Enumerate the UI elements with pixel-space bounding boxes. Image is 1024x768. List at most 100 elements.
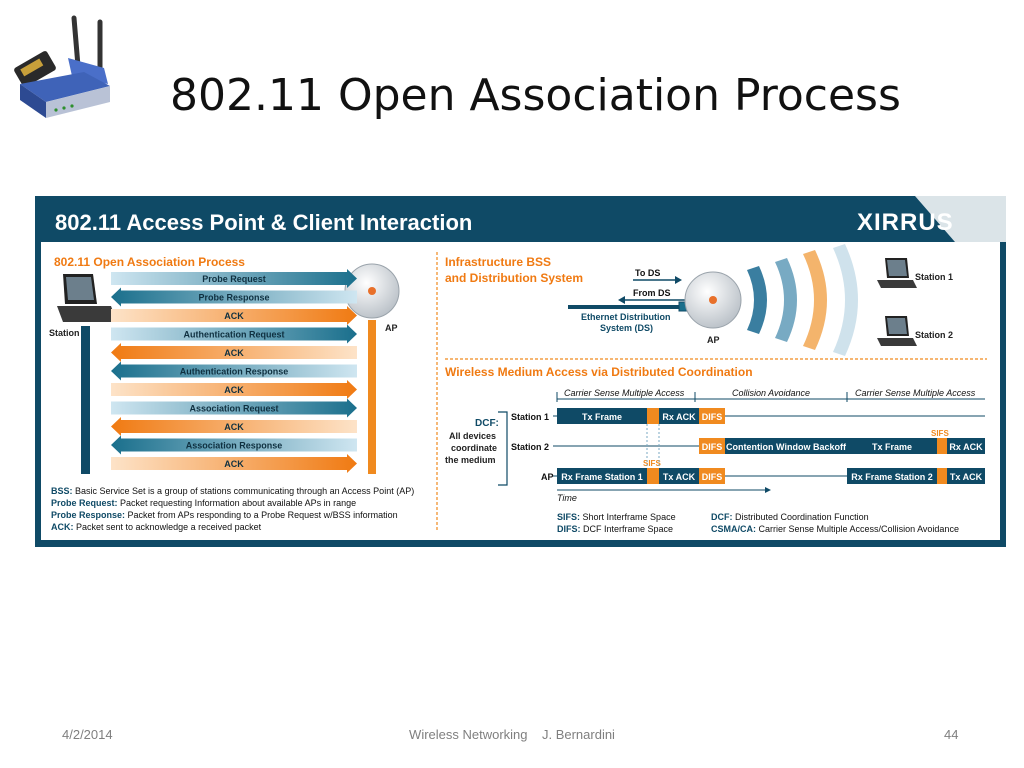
s1-difs bbox=[699, 408, 725, 424]
row-label-ap: AP bbox=[541, 472, 554, 482]
ap-tx-ack-text: Tx ACK bbox=[663, 472, 696, 482]
station-timeline bbox=[81, 326, 90, 474]
message-label-8: Association Request bbox=[189, 404, 278, 414]
phase-1: Carrier Sense Multiple Access bbox=[564, 388, 685, 398]
ap-tx-ack bbox=[659, 468, 699, 484]
s2-rx-ack bbox=[947, 438, 985, 454]
ap-tx-ack-2-text: Tx ACK bbox=[950, 472, 983, 482]
station-1-laptop-icon bbox=[877, 258, 917, 288]
s1-rx-ack-text: Rx ACK bbox=[662, 412, 696, 422]
to-ds-label: To DS bbox=[635, 268, 660, 278]
s2-difs-text: DIFS bbox=[702, 442, 723, 452]
station-label: Station bbox=[49, 328, 80, 338]
message-arrow-1 bbox=[111, 269, 357, 288]
s1-sifs-block bbox=[647, 408, 659, 424]
ap-label: AP bbox=[385, 323, 398, 333]
message-label-10: Association Response bbox=[186, 441, 283, 451]
s1-difs-text: DIFS bbox=[702, 412, 723, 422]
ap-rx-frame-s2-text: Rx Frame Station 2 bbox=[851, 472, 933, 482]
message-arrow-8 bbox=[111, 398, 357, 418]
row-label-station-2: Station 2 bbox=[511, 442, 549, 452]
s2-rx-ack-text: Rx ACK bbox=[949, 442, 983, 452]
message-label-3: ACK bbox=[224, 311, 244, 321]
dcf-desc-1: All devices bbox=[449, 431, 496, 441]
message-arrow-6 bbox=[111, 361, 357, 381]
infra-title-2: and Distribution System bbox=[445, 271, 583, 285]
phase-ruler bbox=[556, 392, 985, 402]
wm-title: Wireless Medium Access via Distributed C… bbox=[445, 365, 753, 379]
message-label-11: ACK bbox=[224, 459, 244, 469]
s1-rx-ack bbox=[659, 408, 699, 424]
ap-difs bbox=[699, 468, 725, 484]
left-glossary-3: Probe Response: Packet from APs respondi… bbox=[51, 510, 398, 520]
banner-title: 802.11 Access Point & Client Interaction bbox=[55, 210, 472, 235]
ap-sifs-block-2 bbox=[937, 468, 947, 484]
message-label-2: Probe Response bbox=[198, 293, 269, 303]
wm-glossary-3: DCF: Distributed Coordination Function bbox=[711, 512, 869, 522]
page-number: 44 bbox=[944, 727, 959, 742]
message-label-9: ACK bbox=[224, 422, 244, 432]
phase-2: Collision Avoidance bbox=[732, 388, 810, 398]
left-glossary-2: Probe Request: Packet requesting Informa… bbox=[51, 498, 356, 508]
message-arrow-5 bbox=[111, 343, 357, 362]
message-label-6: Authentication Response bbox=[180, 367, 289, 377]
ap-rx-frame-s2 bbox=[847, 468, 937, 484]
ap-rx-frame-s1-text: Rx Frame Station 1 bbox=[561, 472, 643, 482]
eds-label-2: System (DS) bbox=[600, 323, 653, 333]
s2-tx-frame-text: Tx Frame bbox=[872, 442, 912, 452]
message-label-7: ACK bbox=[224, 385, 244, 395]
message-arrow-9 bbox=[111, 417, 357, 436]
ap-rx-frame-s1 bbox=[557, 468, 647, 484]
s2-tx-frame bbox=[847, 438, 937, 454]
s2-contention-window bbox=[725, 438, 847, 454]
slide-title: 802.11 Open Association Process bbox=[170, 70, 901, 121]
s1-tx-frame-text: Tx Frame bbox=[582, 412, 622, 422]
message-arrow-11 bbox=[111, 454, 357, 473]
from-ds-label: From DS bbox=[633, 288, 671, 298]
radio-waves-icon bbox=[747, 244, 858, 356]
s2-sifs-label: SIFS bbox=[931, 429, 949, 438]
footer-center: Wireless Networking J. Bernardini bbox=[409, 727, 615, 742]
ap-timeline bbox=[368, 320, 376, 474]
message-label-4: Authentication Request bbox=[183, 330, 284, 340]
wm-glossary-1: SIFS: Short Interframe Space bbox=[557, 512, 676, 522]
access-point-icon bbox=[344, 263, 400, 319]
left-glossary-4: ACK: Packet sent to acknowledge a receiv… bbox=[51, 522, 262, 532]
ethernet-cable bbox=[568, 305, 681, 309]
dcf-desc-3: the medium bbox=[445, 455, 496, 465]
router-with-pc-card-icon bbox=[14, 15, 110, 118]
left-glossary: BSS: Basic Service Set is a group of sta… bbox=[51, 486, 414, 532]
infographic: 802.11 Access Point & Client Interaction… bbox=[35, 196, 1006, 547]
footer-date: 4/2/2014 bbox=[62, 727, 113, 742]
left-glossary-1: BSS: Basic Service Set is a group of sta… bbox=[51, 486, 414, 496]
eds-label-1: Ethernet Distribution bbox=[581, 312, 671, 322]
wm-glossary-2: DIFS: DCF Interframe Space bbox=[557, 524, 673, 534]
row-label-station-1: Station 1 bbox=[511, 412, 549, 422]
ap-difs-text: DIFS bbox=[702, 472, 723, 482]
message-arrow-2 bbox=[111, 287, 357, 307]
station-2-label: Station 2 bbox=[915, 330, 953, 340]
ap-sifs-label: SIFS bbox=[643, 459, 661, 468]
message-label-1: Probe Request bbox=[202, 274, 266, 284]
message-arrow-7 bbox=[111, 380, 357, 399]
ap-sifs-block bbox=[647, 468, 659, 484]
infra-ap-label: AP bbox=[707, 335, 720, 345]
station-2-laptop-icon bbox=[877, 316, 917, 346]
message-arrow-10 bbox=[111, 435, 357, 455]
s2-sifs-block bbox=[937, 438, 947, 454]
message-arrow-4 bbox=[111, 324, 357, 344]
dcf-desc-2: coordinate bbox=[451, 443, 497, 453]
message-arrow-3 bbox=[111, 306, 357, 325]
s2-contention-text: Contention Window Backoff bbox=[726, 442, 847, 452]
time-label: Time bbox=[557, 493, 577, 503]
xirrus-logo: XIRRUS bbox=[857, 209, 954, 236]
laptop-icon bbox=[57, 274, 117, 322]
left-title: 802.11 Open Association Process bbox=[54, 255, 245, 269]
s1-tx-frame bbox=[557, 408, 647, 424]
s2-difs bbox=[699, 438, 725, 454]
message-label-5: ACK bbox=[224, 348, 244, 358]
wm-glossary-4: CSMA/CA: Carrier Sense Multiple Access/C… bbox=[711, 524, 959, 534]
phase-3: Carrier Sense Multiple Access bbox=[855, 388, 976, 398]
